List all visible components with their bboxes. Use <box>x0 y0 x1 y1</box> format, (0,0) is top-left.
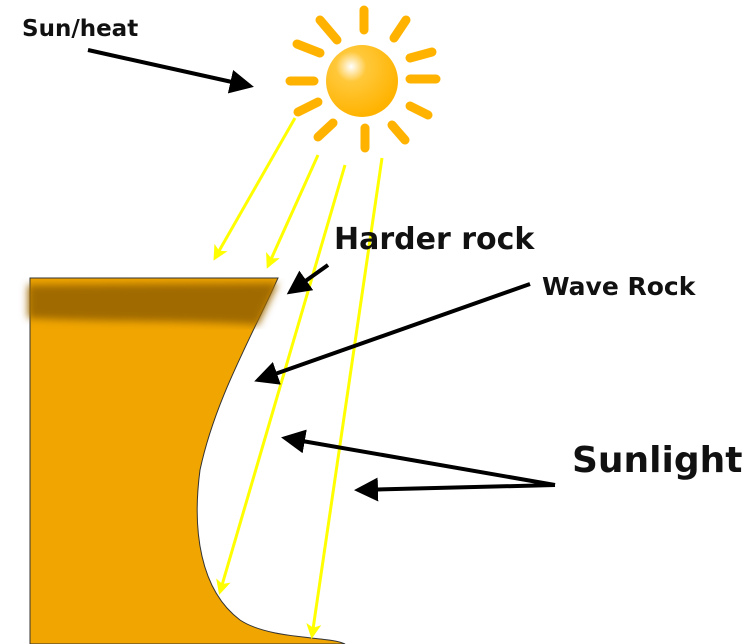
sun-heat-label: Sun/heat <box>22 16 139 42</box>
harder-rock-label: Harder rock <box>334 222 535 257</box>
sun-icon <box>285 5 441 153</box>
sunlight-rays <box>213 117 384 639</box>
wave-rock-shape <box>28 277 346 644</box>
wave-rock-label: Wave Rock <box>542 272 696 301</box>
pointer-arrows <box>87 48 556 502</box>
sunlight-label: Sunlight <box>572 440 743 481</box>
